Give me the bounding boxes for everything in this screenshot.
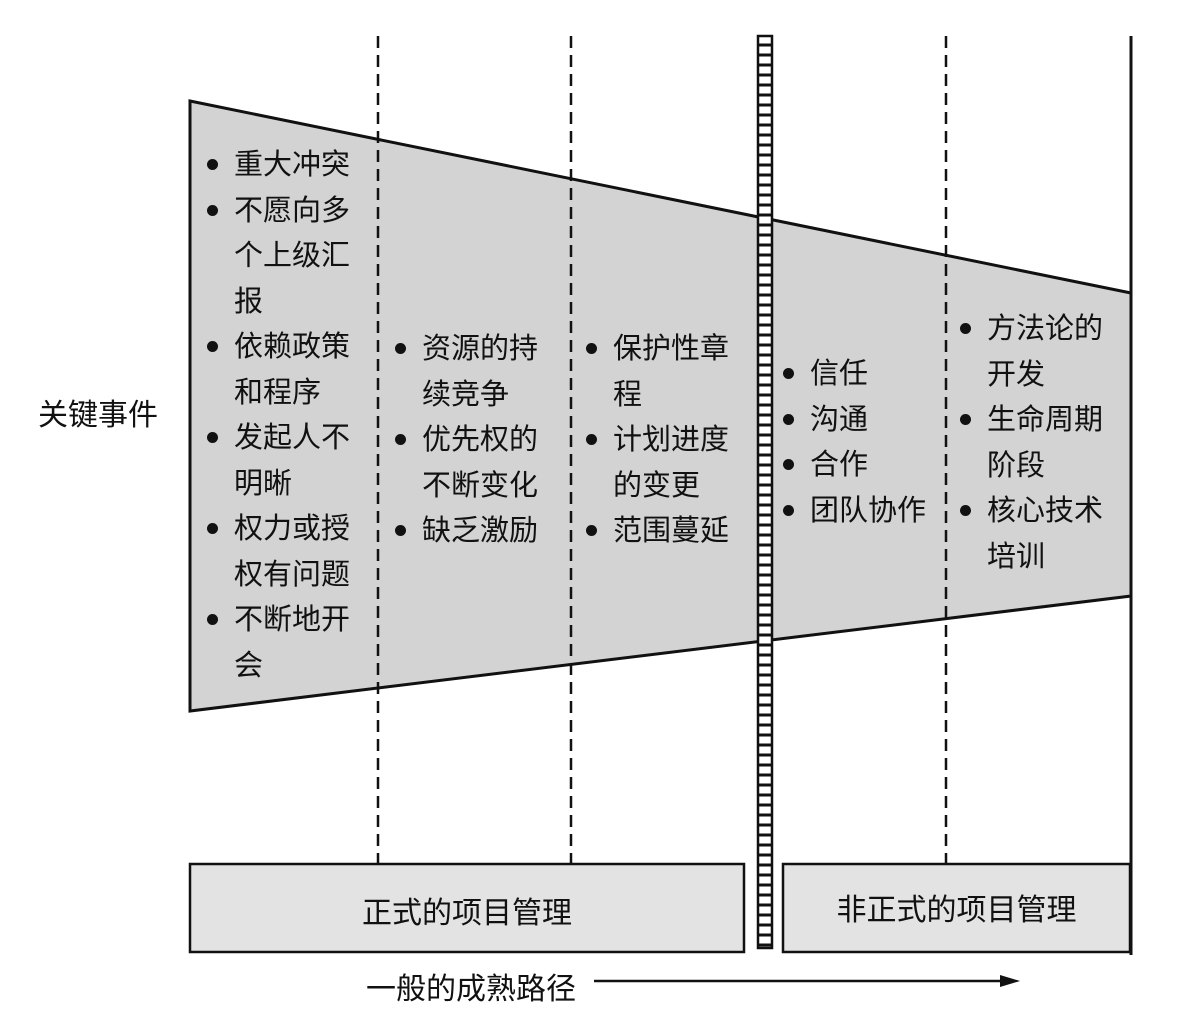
event-item: 计划进度的变更 [581, 417, 747, 508]
event-item: 权力或授权有问题 [202, 506, 352, 597]
event-item: 团队协作 [778, 488, 944, 534]
stage-4-events: 信任沟通合作团队协作 [778, 351, 944, 533]
event-item: 资源的持续竞争 [390, 326, 558, 417]
informal-pm-label: 非正式的项目管理 [836, 893, 1077, 928]
formal-pm-label: 正式的项目管理 [362, 896, 572, 931]
maturity-path-arrowhead [1000, 975, 1020, 987]
event-item: 优先权的不断变化 [390, 417, 558, 508]
event-item: 不愿向多个上级汇报 [202, 188, 352, 325]
stage-3-events: 保护性章程计划进度的变更范围蔓延 [581, 326, 747, 554]
maturity-path-label: 一般的成熟路径 [366, 972, 576, 1007]
event-item: 不断地开会 [202, 597, 352, 688]
event-item: 生命周期阶段 [955, 397, 1125, 488]
event-item: 保护性章程 [581, 326, 747, 417]
event-item: 合作 [778, 442, 944, 488]
ladder-divider [756, 34, 774, 950]
stage-1-events: 重大冲突不愿向多个上级汇报依赖政策和程序发起人不明晰权力或授权有问题不断地开会 [202, 142, 352, 688]
event-item: 依赖政策和程序 [202, 324, 352, 415]
informal-pm-box [781, 862, 1132, 954]
event-item: 重大冲突 [202, 142, 352, 188]
event-item: 核心技术培训 [955, 488, 1125, 579]
formal-pm-box [188, 862, 746, 954]
stage-5-events: 方法论的开发生命周期阶段核心技术培训 [955, 306, 1125, 579]
event-item: 方法论的开发 [955, 306, 1125, 397]
event-item: 信任 [778, 351, 944, 397]
stage-2-events: 资源的持续竞争优先权的不断变化缺乏激励 [390, 326, 558, 554]
key-events-label: 关键事件 [38, 398, 158, 433]
event-item: 发起人不明晰 [202, 415, 352, 506]
event-item: 缺乏激励 [390, 508, 558, 554]
event-item: 范围蔓延 [581, 508, 747, 554]
event-item: 沟通 [778, 397, 944, 443]
